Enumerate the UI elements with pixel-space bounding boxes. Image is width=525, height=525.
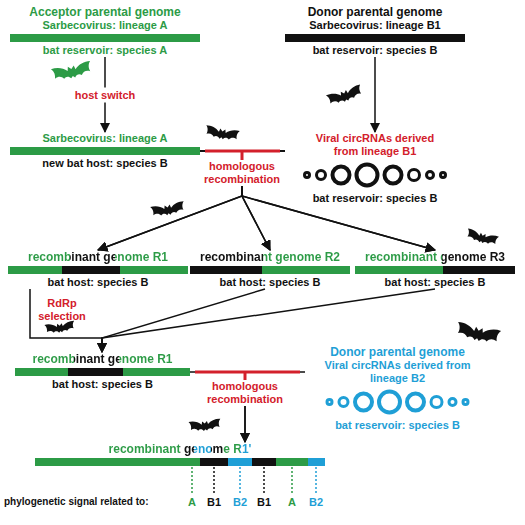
lineage-letter: A [288,496,296,509]
signal-leader [291,467,293,494]
node-text: Donor parental genome [308,5,443,19]
recombination-tick [241,151,244,160]
lineage-letter: B2 [233,496,247,509]
circrna-ring [339,398,348,407]
lineage-letter: B1 [207,496,221,509]
node-text: bat host: species B [385,276,486,289]
genome-bar [355,266,515,274]
selection-label: RdRp selection [32,297,92,323]
process-label: homologous recombination [198,380,293,406]
circrna-ring [357,165,378,186]
flow-arrow [102,289,265,352]
circrna-ring [449,399,456,406]
genome-bar [35,458,325,466]
circrna-ring [379,392,400,413]
node-text: bat host: species B [220,276,321,289]
lineage-letter: B1 [257,496,271,509]
circrna-ring [355,394,372,411]
node-text: Donor parental genome [330,345,465,359]
bat-icon [51,61,93,82]
process-label: homologous recombination [195,160,290,186]
circrna-ring [431,397,442,408]
circrna-rings [305,385,490,419]
circrna-ring [407,394,424,411]
signal-leader [263,467,265,494]
circrna-ring [317,171,326,180]
circrna-ring [305,173,310,178]
genome-bar [10,147,200,155]
node-text: Sarbecovirus: lineage A [43,132,168,145]
signal-caption: phylogenetic signal related to: [4,496,148,508]
node-text: recombinant genome R2 [200,250,340,264]
bat-icon [326,84,364,106]
flow-arrow [30,289,102,352]
bat-icon [150,201,185,218]
genome-block: Sarbecovirus: lineage A new bat host: spe… [10,132,200,170]
circrna-ring [333,167,350,184]
node-text: bat host: species B [48,276,149,289]
lineage-letter: B2 [309,496,323,509]
bat-icon [455,322,501,345]
bat-icon [44,321,75,335]
genome-bar [10,34,200,42]
genome-block: recombinant genome R2 bat host: species B [190,250,350,289]
node-text: new bat host: species B [42,157,167,170]
node-text: Viral circRNAs derived from lineage B1 [305,132,445,158]
recombination-bar [195,371,300,374]
circrna-ring [441,173,446,178]
signal-leader [213,467,215,494]
circrna-ring [409,170,420,181]
node-text: bat host: species B [52,378,153,391]
node-text: Acceptor parental genome [29,5,180,19]
node-text: recombinant genome R3 [365,250,505,264]
bat-icon [465,228,499,247]
flow-arrow [102,289,435,352]
node-text: Sarbecovirus: lineage B1 [309,19,440,32]
bat-icon [188,419,221,433]
genome-block: recombinant genome R1 bat host: species B [8,250,188,289]
node-text: recombinant genome R1' [109,442,252,456]
node-text: recombinant genome R1 [32,352,172,366]
edge-label: host switch [73,87,138,102]
genome-bar [15,368,190,376]
genome-block: Viral circRNAs derived from lineage B1 ba… [285,132,465,205]
signal-leader [315,467,317,494]
circrna-ring [385,167,402,184]
bat-icon [204,125,239,142]
genome-block: Donor parental genomeSarbecovirus: linea… [285,5,465,57]
node-text: bat reservoir: species B [335,419,460,432]
node-text: bat reservoir: species A [43,44,167,57]
circrna-ring [427,172,434,179]
genome-bar [8,266,188,274]
genome-block: recombinant genome R1' [35,442,325,468]
node-text: Viral circRNAs derived from lineage B2 [323,359,473,385]
circrna-rings [285,158,465,192]
genome-block: Acceptor parental genomeSarbecovirus: li… [10,5,200,57]
recombination-tick [244,372,247,380]
node-text: recombinant genome R1 [28,250,168,264]
genome-block: Donor parental genomeViral circRNAs deri… [305,345,490,432]
node-text: bat reservoir: species B [313,192,438,205]
circrna-ring [463,400,468,405]
node-text: Sarbecovirus: lineage A [43,19,168,32]
lineage-letter: A [188,496,196,509]
signal-leader [239,467,241,494]
genome-block: recombinant genome R1 bat host: species B [15,352,190,391]
genome-bar [285,34,465,42]
node-text: bat reservoir: species B [313,44,438,57]
signal-leader [191,467,193,494]
flow-arrow [374,57,376,132]
circrna-ring [327,400,332,405]
genome-bar [190,266,350,274]
genome-block: recombinant genome R3 bat host: species B [355,250,515,289]
